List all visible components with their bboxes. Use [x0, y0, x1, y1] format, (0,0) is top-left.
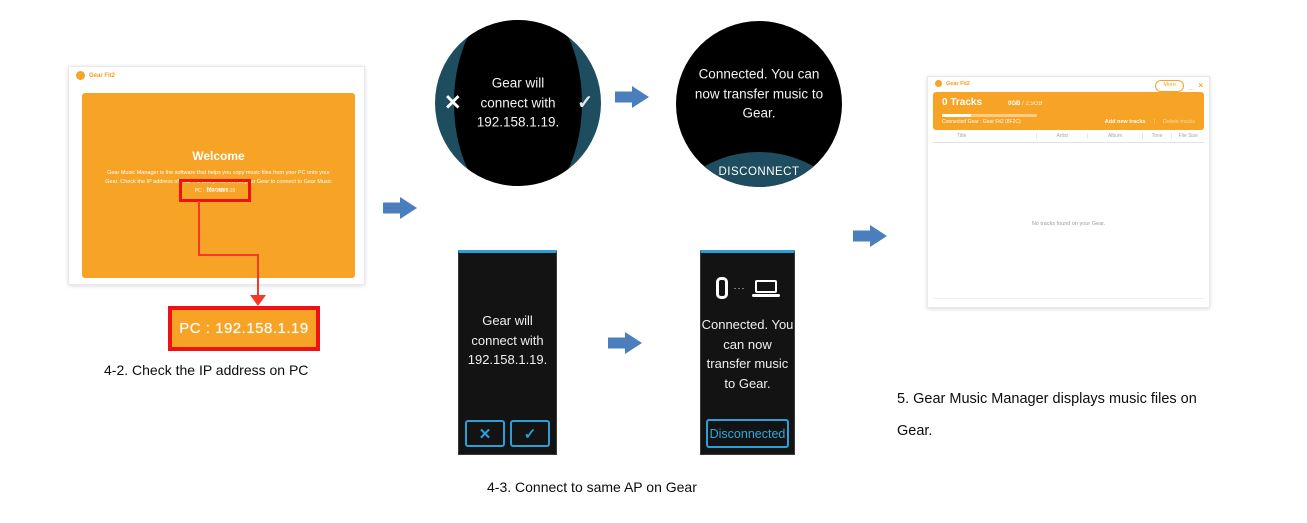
cancel-button[interactable]: ✕: [465, 420, 505, 447]
left-window-title: Gear Fit2: [89, 72, 116, 79]
band-watch-connect-screen: Gear will connect with 192.158.1.19. ✕ ✓: [458, 250, 557, 455]
link-dots-icon: ···: [733, 282, 746, 293]
close-button[interactable]: ×: [1198, 80, 1203, 90]
band-connected-message: Connected. You can now transfer music to…: [701, 315, 794, 393]
minimize-button[interactable]: _: [1188, 81, 1194, 91]
pc-ip-text: PC : 192.158.1.19: [194, 187, 236, 194]
round-connect-line2: connect with: [480, 95, 556, 111]
band-connected-line1: Connected. You: [701, 317, 794, 332]
tracks-count: 0 Tracks: [942, 97, 983, 108]
band-connect-message: Gear will connect with 192.158.1.19.: [459, 311, 556, 370]
laptop-icon: [751, 279, 780, 297]
band-connect-line1: Gear will: [482, 313, 533, 328]
more-button[interactable]: More: [1155, 80, 1184, 92]
round-screen-mask: [454, 20, 582, 186]
flow-arrow-icon: [383, 197, 417, 219]
empty-tracks-message: No tracks found on your Gear.: [1031, 221, 1106, 227]
column-file-size: File Size: [1171, 133, 1204, 139]
callout-line-vertical-2: [257, 254, 259, 296]
ip-zoom-text: PC : 192.158.1.19: [179, 320, 309, 337]
band-connected-line3: transfer music: [706, 356, 789, 371]
right-window-title: Gear Fit2: [946, 80, 970, 87]
storage-usage: 0GB / 2.5GB: [1008, 101, 1042, 107]
connected-state-label: Connected Gear : Gear Fit2 (8F2C): [942, 119, 1021, 125]
tracks-table-header: Title Artist Album Time File Size: [933, 130, 1204, 143]
gear-music-manager-window: Gear Fit2 More _ × 0 Tracks 0GB / 2.5GB …: [927, 76, 1210, 308]
callout-arrowhead-icon: [250, 295, 266, 306]
welcome-panel: Welcome Gear Music Manager is the softwa…: [82, 93, 355, 278]
ip-zoom-callout: PC : 192.158.1.19: [168, 306, 320, 351]
callout-line-vertical-1: [198, 201, 200, 254]
column-artist: Artist: [1035, 133, 1087, 139]
left-window-titlebar: Gear Fit2: [69, 67, 364, 80]
right-window-titlebar: Gear Fit2: [928, 77, 1209, 87]
round-connected-line3: Gear.: [742, 105, 776, 121]
gear-pc-app-window: Gear Fit2 Welcome Gear Music Manager is …: [68, 66, 365, 285]
confirm-button[interactable]: ✓: [577, 92, 593, 114]
storage-progress-bar: [942, 114, 1037, 117]
column-album: Album: [1087, 133, 1141, 139]
watch-icon: [715, 277, 728, 299]
tracks-summary-header: 0 Tracks 0GB / 2.5GB Connected Gear : Ge…: [933, 92, 1204, 130]
add-new-tracks-button[interactable]: Add new tracks: [1104, 119, 1146, 125]
welcome-heading: Welcome: [192, 149, 245, 163]
band-connected-line2: can now: [723, 336, 772, 352]
caption-step-4-3: 4-3. Connect to same AP on Gear: [487, 479, 697, 495]
flow-arrow-icon: [853, 225, 887, 247]
disconnect-button[interactable]: DISCONNECT: [718, 166, 800, 178]
flow-arrow-icon: [615, 86, 649, 108]
caption-step-5: 5. Gear Music Manager displays music fil…: [897, 383, 1227, 447]
round-connected-line1: Connected. You can: [698, 66, 820, 82]
round-connected-message: Connected. You can now transfer music to…: [676, 65, 842, 124]
caption-step-5-line1: 5. Gear Music Manager displays music fil…: [897, 391, 1197, 407]
band-watch-connected-screen: ··· Connected. You can now transfer musi…: [700, 250, 795, 455]
storage-progress-fill: [942, 114, 971, 117]
confirm-button[interactable]: ✓: [510, 420, 550, 447]
storage-used: 0GB: [1008, 101, 1021, 107]
band-connect-line3: 192.158.1.19.: [467, 352, 548, 367]
round-watch-connected-screen: Connected. You can now transfer music to…: [676, 21, 842, 187]
round-connected-line2: now transfer music to: [694, 86, 824, 102]
storage-total: / 2.5GB: [1020, 101, 1043, 107]
column-time: Time: [1141, 133, 1172, 139]
round-connect-message: Gear will connect with 192.158.1.19.: [435, 74, 601, 133]
band-button-row: ✕ ✓: [465, 420, 550, 447]
round-connect-line3: 192.158.1.19.: [476, 114, 560, 130]
band-connect-line2: connect with: [471, 332, 544, 348]
tracks-summary-row: 0 Tracks 0GB / 2.5GB: [933, 92, 1204, 108]
caption-step-4-2: 4-2. Check the IP address on PC: [104, 362, 309, 378]
caption-step-5-line2: Gear.: [897, 423, 933, 439]
callout-line-horizontal: [198, 254, 259, 256]
round-connect-line1: Gear will: [491, 75, 545, 91]
ip-highlight-box: PC : 192.158.1.19: [179, 179, 251, 202]
delete-tracks-button[interactable]: Delete tracks: [1162, 119, 1195, 125]
disconnected-button[interactable]: Disconnected: [706, 419, 789, 448]
flow-arrow-icon: [608, 332, 642, 354]
window-controls: More _ ×: [1155, 80, 1203, 92]
gear-app-icon: [76, 71, 85, 80]
cancel-button[interactable]: ✕: [444, 91, 462, 115]
header-actions: Add new tracks | Delete tracks: [1105, 119, 1195, 125]
gear-app-icon: [935, 80, 942, 87]
actions-divider: |: [1153, 119, 1155, 125]
band-connected-line4: to Gear.: [724, 375, 771, 391]
tracks-table-body: No tracks found on your Gear.: [933, 143, 1204, 299]
device-link-icons: ···: [701, 277, 794, 299]
round-watch-connect-screen: Gear will connect with 192.158.1.19. ✕ ✓: [435, 20, 601, 186]
column-title: Title: [957, 133, 967, 139]
